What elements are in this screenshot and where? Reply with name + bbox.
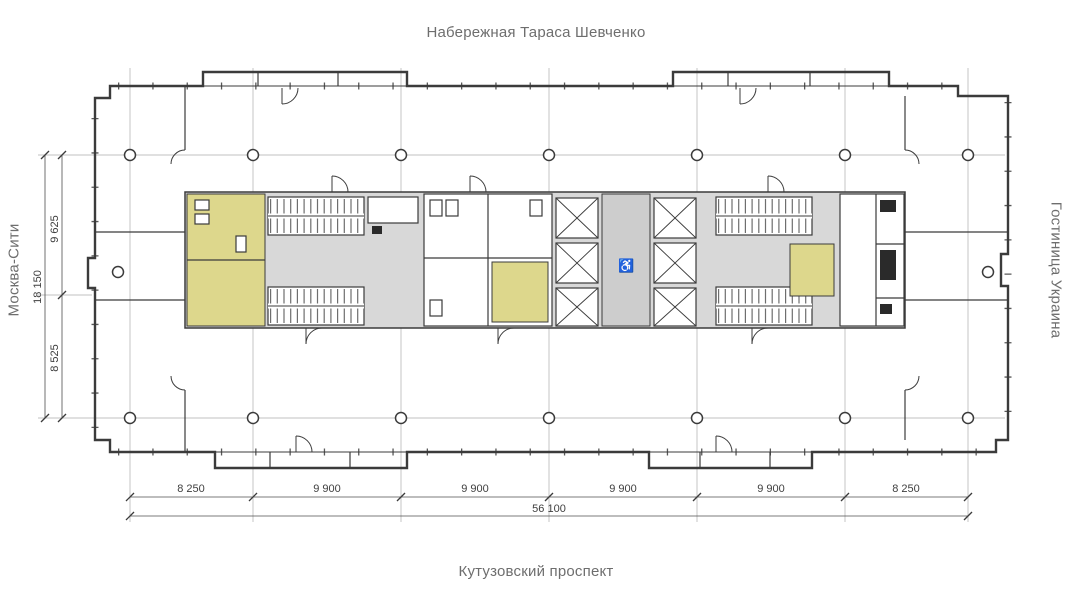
core-room-right xyxy=(839,193,905,327)
shaft xyxy=(880,250,896,280)
accessible-icon: ♿ xyxy=(618,258,634,273)
column xyxy=(690,148,704,162)
fixture xyxy=(529,199,543,217)
street-label-top: Набережная Тараса Шевченко xyxy=(426,24,646,41)
columns xyxy=(111,148,995,425)
stair-right-top xyxy=(715,196,813,236)
fixture xyxy=(429,299,443,317)
column xyxy=(690,411,704,425)
street-label-bottom: Кутузовский проспект xyxy=(458,563,614,580)
column xyxy=(542,148,556,162)
column xyxy=(542,411,556,425)
shaft xyxy=(880,200,896,212)
column xyxy=(123,411,137,425)
column xyxy=(961,148,975,162)
sanitary-block xyxy=(423,193,553,327)
dim-h-seg-2: 9 900 xyxy=(461,483,489,495)
fixture xyxy=(235,235,247,253)
dim-h-seg-5: 8 250 xyxy=(892,483,920,495)
column xyxy=(961,411,975,425)
column xyxy=(246,411,260,425)
facade-lines xyxy=(203,85,889,453)
stair-left-bottom xyxy=(267,286,365,326)
dimension-chain-left: 9 625 8 525 18 150 xyxy=(32,150,67,423)
dim-h-seg-1: 9 900 xyxy=(313,483,341,495)
shaft xyxy=(880,304,892,314)
floor-plate-outline xyxy=(86,70,1010,470)
dim-v-total: 18 150 xyxy=(32,270,44,304)
dim-h-seg-3: 9 900 xyxy=(609,483,637,495)
fixture xyxy=(194,213,210,225)
partitions-and-doors xyxy=(95,72,1008,468)
dim-v-seg-0: 9 625 xyxy=(49,215,61,243)
column xyxy=(123,148,137,162)
dim-h-seg-4: 9 900 xyxy=(757,483,785,495)
tea-room xyxy=(789,243,835,297)
fixture xyxy=(445,199,459,217)
tea-room xyxy=(491,261,549,323)
column xyxy=(981,265,995,279)
service-core: ♿ xyxy=(184,191,906,329)
fixture xyxy=(429,199,443,217)
elevator-bank-left xyxy=(555,197,599,327)
column xyxy=(394,411,408,425)
column xyxy=(838,148,852,162)
door-arcs xyxy=(170,87,920,453)
dim-v-seg-1: 8 525 xyxy=(49,344,61,372)
dimension-chain-bottom: 8 250 9 900 9 900 9 900 9 900 8 250 56 1… xyxy=(125,483,973,521)
column xyxy=(111,265,125,279)
elevator-lobby xyxy=(601,193,651,327)
core-room xyxy=(367,196,419,224)
column xyxy=(246,148,260,162)
stair-left-top xyxy=(267,196,365,236)
elevator-bank-right xyxy=(653,197,697,327)
dim-h-seg-0: 8 250 xyxy=(177,483,205,495)
dim-h-total: 56 100 xyxy=(532,503,566,515)
shaft xyxy=(372,226,382,234)
fixture xyxy=(194,199,210,211)
column xyxy=(394,148,408,162)
column xyxy=(838,411,852,425)
